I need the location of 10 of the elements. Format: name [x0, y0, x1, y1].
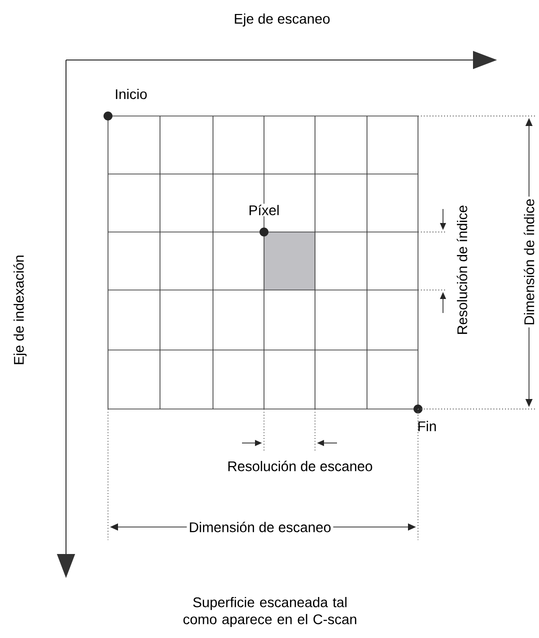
dimension-label: Dimensión de índice: [522, 196, 536, 328]
point-label: Píxel: [247, 204, 281, 216]
dimension-label: Resolución de escaneo: [228, 460, 372, 472]
axis-label: Eje de escaneo: [234, 13, 330, 27]
point-label: Inicio: [116, 88, 147, 100]
axis-label: Eje de indexación: [13, 256, 27, 364]
point-label: Fin: [418, 420, 436, 432]
dimension-label: Resolución de índice: [456, 206, 468, 334]
dimension-label: Dimensión de escaneo: [186, 520, 334, 534]
caption: Superficie escaneada tal como aparece en el C-scan: [183, 596, 356, 628]
